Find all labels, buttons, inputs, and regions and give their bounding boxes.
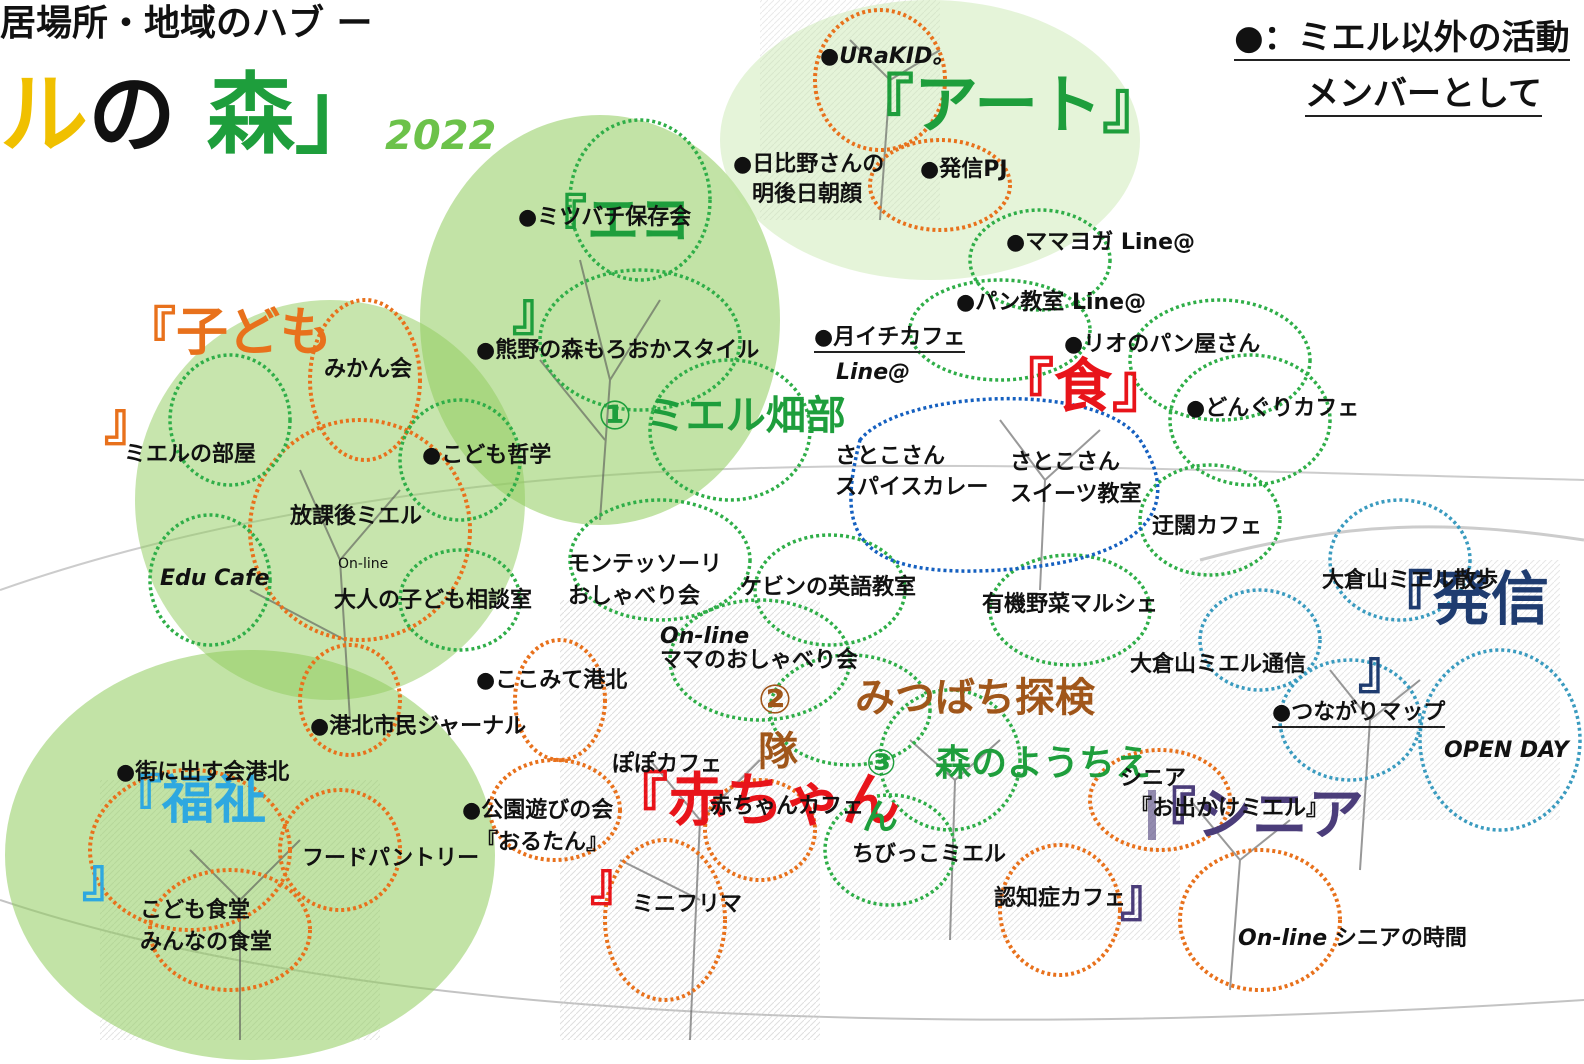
legend-line-1: ●：ミエル以外の活動 xyxy=(1234,18,1570,61)
club-mitsubachi-num: ② xyxy=(758,677,792,723)
item-senior-jikan-online: On-line xyxy=(1238,926,1328,951)
club-mitsubachi-tai: 隊 xyxy=(758,729,798,775)
item-food-pantry: フードパントリー xyxy=(302,846,480,871)
item-ninchisho: 認知症カフェ xyxy=(994,886,1127,911)
item-urakid: ●URaKID。 xyxy=(820,44,955,69)
item-open-day: OPEN DAY xyxy=(1444,738,1569,763)
item-senior-label: シニア xyxy=(1120,766,1187,791)
item-mama-online: On-line xyxy=(660,624,750,649)
category-senior-close: 』 xyxy=(1120,869,1173,929)
club-hatake: ① ミエル畑部 xyxy=(598,393,846,439)
category-kodomo: 『子ども xyxy=(124,303,333,363)
title-no: の xyxy=(88,63,207,166)
item-senior-jikan: On-line シニアの時間 xyxy=(1238,926,1467,952)
item-kodomo-tetsugaku: ●こども哲学 xyxy=(422,443,552,468)
fukushi-green-blob xyxy=(5,650,495,1060)
title-mori: 森 xyxy=(206,63,295,166)
page-title: ルの 森」 xyxy=(0,62,383,168)
category-eco-close: 』 xyxy=(512,283,565,343)
item-ukatsu: 迂闊カフェ xyxy=(1152,514,1263,539)
item-satoko-spice-2: スパイスカレー xyxy=(835,475,989,500)
category-senior: 『シニア xyxy=(1140,783,1364,848)
item-mitsubachi-hozon: ●ミツバチ保存会 xyxy=(518,205,692,230)
category-eco: 『エコ xyxy=(535,191,692,251)
item-satoko-sweets-2: スイーツ教室 xyxy=(1010,482,1142,507)
item-tsukiichi-2: Line@ xyxy=(836,360,911,385)
item-montessori-1: モンテッソーリ xyxy=(568,552,723,577)
item-kevin: ケビンの英語教室 xyxy=(740,575,917,600)
item-senior-jikan-label: シニアの時間 xyxy=(1334,926,1467,951)
item-kodomo-shokudo-1: こども食堂 xyxy=(140,898,251,923)
item-kodomo-shokudo-2: みんなの食堂 xyxy=(140,930,273,955)
item-mieru-heya: ミエルの部屋 xyxy=(124,442,257,467)
item-dongri: ●どんぐりカフェ xyxy=(1186,396,1360,421)
item-odekake: 『お出かけミエル』 xyxy=(1130,796,1329,821)
item-kouen-2: 『おるたん』 xyxy=(476,830,609,855)
club-mitsubachi: みつばち探検 xyxy=(855,675,1095,721)
item-cocomite: ●ここみて港北 xyxy=(476,668,628,693)
item-chibikko: ちびっこミエル xyxy=(852,842,1007,867)
item-mini-flea: ミニフリマ xyxy=(632,892,743,917)
year-label: 2022 xyxy=(385,113,497,159)
category-akachan: 『赤ちゃん xyxy=(610,766,901,834)
kodomo-green-blob xyxy=(135,300,525,700)
item-satoko-spice-1: さとこさん xyxy=(835,444,946,469)
item-online-small: On-line xyxy=(338,556,389,572)
item-machi: ●街に出す会港北 xyxy=(116,760,290,785)
category-fukushi-close: 』 xyxy=(82,849,135,909)
category-fukushi: 『福祉 xyxy=(110,771,267,831)
club-youchien-num: ③ xyxy=(866,743,897,784)
item-kouen-1: ●公園遊びの会 xyxy=(462,798,614,823)
title-bracket: 」 xyxy=(294,63,383,166)
category-hasshin-close: 』 xyxy=(1358,641,1411,701)
item-mama-oshaberi: ママのおしゃべり会 xyxy=(660,648,859,673)
category-kodomo-close: 』 xyxy=(104,393,157,453)
item-mikankai: みかん会 xyxy=(324,357,413,382)
item-hibino-2: 明後日朝顔 xyxy=(752,182,863,207)
item-hibino-1: ●日比野さんの xyxy=(733,152,885,177)
item-pan-kyoushitsu: ●パン教室 Line@ xyxy=(956,290,1147,315)
item-hasshin-pj: ●発信PJ xyxy=(920,157,1008,182)
item-kouhoku-journal: ●港北市民ジャーナル xyxy=(310,714,527,739)
item-rio: ●リオのパン屋さん xyxy=(1064,332,1261,357)
item-edu-cafe: Edu Cafe xyxy=(160,566,270,591)
item-otona: 大人の子ども相談室 xyxy=(334,588,533,613)
category-shoku: 『食』 xyxy=(996,352,1171,420)
legend-line-2: メンバーとして xyxy=(1305,74,1542,117)
eco-green-blob xyxy=(420,115,780,525)
item-satoko-sweets-1: さとこさん xyxy=(1010,450,1121,475)
art-green-blob xyxy=(720,0,1140,280)
item-okurayama-tsushin: 大倉山ミエル通信 xyxy=(1130,652,1307,677)
category-akachan-close: 』 xyxy=(590,853,643,913)
item-okurayama-sanpo: 大倉山ミエル散歩 xyxy=(1322,568,1499,593)
item-tsunagari: ●つながりマップ xyxy=(1272,700,1446,729)
item-yuuki: 有機野菜マルシェ xyxy=(982,592,1159,617)
club-youchien-n: ん xyxy=(862,797,899,838)
category-art: 『アート』 xyxy=(850,69,1167,143)
item-popo-cafe: ぽぽカフェ xyxy=(612,752,723,777)
item-montessori-2: おしゃべり会 xyxy=(568,584,701,609)
item-houkago: 放課後ミエル xyxy=(290,504,423,529)
club-youchien: 森のようちえ xyxy=(935,743,1152,784)
item-mamayoga: ●ママヨガ Line@ xyxy=(1006,230,1195,255)
header-subtitle: 居場所・地域のハブ ー xyxy=(0,3,373,44)
title-ru: ル xyxy=(0,63,89,166)
category-hasshin: 『発信 xyxy=(1375,565,1550,633)
item-akachan-cafe: 赤ちゃんカフェ xyxy=(710,794,865,819)
item-tsukiichi-1: ●月イチカフェ xyxy=(814,325,966,354)
item-kumano: ●熊野の森もろおかスタイル xyxy=(476,338,760,363)
